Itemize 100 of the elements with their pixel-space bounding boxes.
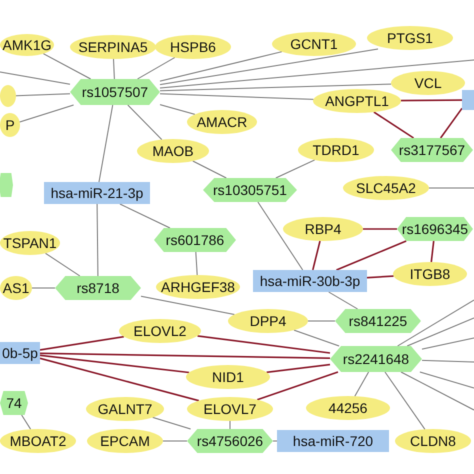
node-label: HSPB6 (170, 39, 216, 55)
node-label: 44256 (328, 400, 368, 416)
gene-ellipse (86, 397, 164, 421)
node-label: MBOAT2 (10, 433, 66, 449)
node-label: AS1 (2, 280, 30, 296)
connector-line (422, 360, 474, 362)
gene-ellipse (0, 113, 20, 137)
node-label: PTGS1 (387, 30, 433, 46)
connector-line (160, 84, 392, 92)
node-label: P (5, 117, 15, 133)
connector-line (400, 372, 474, 410)
connector-line (294, 330, 340, 346)
connector-line (256, 371, 338, 400)
node-label: rs1696345 (402, 221, 468, 237)
mirna-box (253, 270, 367, 292)
connector-line (119, 204, 170, 228)
node-label: AMACR (196, 114, 248, 130)
connector-line (16, 93, 70, 96)
node-label: RBP4 (304, 221, 342, 237)
connector-line (275, 159, 316, 178)
connector-line (366, 275, 394, 278)
connector-line (336, 240, 406, 271)
node-label: ELOVL7 (204, 401, 256, 417)
node-label: ITGB8 (410, 266, 450, 282)
connector-line (127, 104, 162, 140)
connector-line (160, 60, 474, 88)
connector-line (257, 202, 304, 270)
connector-line (40, 354, 190, 374)
connector-line (42, 53, 92, 80)
connector-line (98, 104, 114, 182)
node-label: rs601786 (166, 232, 224, 248)
connector-line (40, 358, 200, 402)
connector-line (363, 228, 397, 230)
connector-line (308, 320, 336, 322)
connector-line (137, 57, 176, 80)
node-label: 74 (6, 395, 22, 411)
node-label: rs2241648 (342, 351, 410, 367)
node-label: AMK1G (2, 37, 52, 53)
connector-line (160, 93, 314, 100)
connector-line (160, 104, 196, 115)
connector-line (21, 414, 32, 430)
connector-line (440, 108, 463, 138)
connector-line (45, 252, 80, 276)
gene-ellipse (187, 110, 257, 134)
gene-ellipse (0, 231, 60, 255)
connector-line (197, 335, 330, 354)
gene-ellipse (0, 429, 76, 453)
node-label: SLC45A2 (356, 180, 416, 196)
node-label: GALNT7 (98, 401, 152, 417)
connector-line (113, 58, 115, 80)
gene-ellipse (187, 397, 273, 421)
gene-ellipse (391, 71, 465, 95)
gene-ellipse (283, 217, 363, 241)
connector-line (384, 372, 426, 430)
node-label: MAOB (152, 143, 194, 159)
node-label: NID1 (212, 369, 244, 385)
gene-ellipse (228, 309, 308, 333)
mirna-box (44, 182, 150, 204)
gene-ellipse (272, 32, 356, 56)
node-label: GCNT1 (290, 36, 338, 52)
connector-line (430, 240, 434, 262)
gene-ellipse (0, 276, 32, 300)
node-label: ARHGEF38 (161, 279, 235, 295)
connector-line (140, 296, 235, 315)
node-label: DPP4 (250, 313, 286, 329)
node-label: hsa-miR-30b-3p (260, 273, 360, 289)
connector-line (328, 292, 358, 310)
connector-line (40, 352, 330, 359)
node-label: CLDN8 (410, 433, 456, 449)
connector-line (162, 440, 188, 442)
node-label: rs8718 (76, 280, 120, 296)
connector-line (272, 440, 278, 442)
node-label: ANGPTL1 (325, 93, 389, 109)
connector-line (419, 372, 474, 388)
node-label: rs4756026 (196, 433, 264, 449)
node-label: rs3177567 (398, 142, 466, 158)
node-label: TDRD1 (312, 142, 360, 158)
connector-line (160, 51, 282, 82)
node-label: 0b-5p (2, 345, 38, 361)
gene-ellipse (313, 89, 401, 113)
mirna-box (277, 430, 389, 452)
node-label: hsa-miR-21-3p (50, 185, 144, 201)
connector-line (397, 300, 474, 346)
node-label: ELOVL2 (134, 323, 186, 339)
node-label: TSPAN1 (3, 235, 57, 251)
connector-line (406, 318, 474, 346)
connector-line (195, 252, 198, 276)
node-label: rs1057507 (82, 84, 148, 100)
node-label: rs10305751 (213, 182, 287, 198)
connector-line (0, 72, 70, 85)
mirna-box (462, 90, 474, 110)
gene-ellipse (119, 319, 201, 343)
gene-ellipse (0, 85, 16, 107)
node-label: EPCAM (100, 433, 150, 449)
connector-line (40, 336, 124, 351)
connector-line (192, 160, 227, 178)
node-label: SERPINA5 (78, 39, 148, 55)
connector-line (160, 48, 378, 86)
connector-line (354, 372, 370, 397)
node-label: hsa-miR-720 (292, 433, 374, 449)
